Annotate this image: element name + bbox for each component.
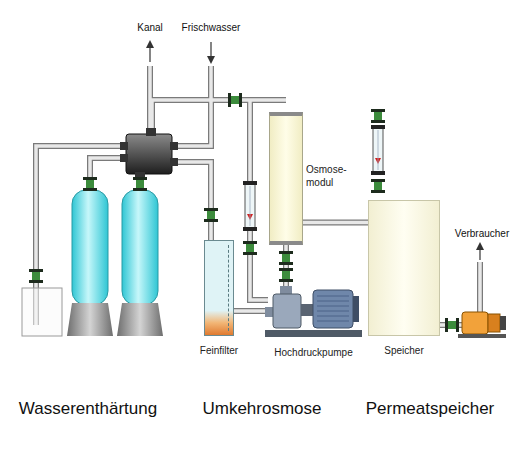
pump-symbol <box>301 304 313 316</box>
pump-symbol <box>353 296 359 322</box>
valve-symbols <box>445 318 459 332</box>
high-pressure-pump: Hochdruckpumpe <box>265 286 362 337</box>
valve-symbols <box>228 93 242 107</box>
node-caption: Feinfilter <box>200 345 238 358</box>
section-title-box: Permeatspeicher <box>366 398 495 419</box>
control-valve-block <box>170 142 178 150</box>
pump-symbol <box>317 311 349 312</box>
control-valve-block <box>120 128 178 178</box>
valve-symbols <box>279 251 293 265</box>
pipe-inner <box>234 309 265 313</box>
flow-arrows <box>207 56 215 64</box>
valve-symbols <box>29 269 43 283</box>
node-caption: Osmose- modul <box>306 164 352 189</box>
consumer-label-box: Verbraucher <box>455 228 509 241</box>
consumer-pump <box>462 312 488 334</box>
pipe-outline <box>234 308 265 314</box>
control-valve-block <box>126 134 172 174</box>
pump-symbol <box>265 286 362 337</box>
outlet-label: Kanal <box>137 22 163 35</box>
valve-symbols <box>83 177 97 191</box>
section-title-box: Wasserenthärtung <box>19 398 157 419</box>
consumer-label: Verbraucher <box>455 228 509 241</box>
control-valve-block <box>120 142 128 150</box>
pump-symbol <box>313 290 353 328</box>
control-valve-block <box>170 158 178 166</box>
node-label: Hochdruckpumpe <box>274 347 352 360</box>
valve-symbols <box>243 241 257 255</box>
node-label: Osmose- modul <box>306 164 352 189</box>
softener-tanks <box>67 303 113 336</box>
inlet-label: Frischwasser <box>182 22 241 35</box>
node-label: Speicher <box>384 345 423 358</box>
consumer-pump <box>458 312 506 338</box>
outlet-label-box: Kanal <box>137 22 163 35</box>
pipe-inner <box>303 221 368 225</box>
pump-symbol <box>317 316 349 317</box>
valve-symbols <box>133 177 147 191</box>
valve-symbols <box>371 179 385 193</box>
flowmeter-symbols <box>371 125 385 175</box>
softener-tanks <box>122 190 158 305</box>
flowmeter-symbols <box>243 125 385 231</box>
section-title: Wasserenthärtung <box>19 398 157 419</box>
pump-symbol <box>317 321 349 322</box>
osmosis-module: Osmose- modul <box>269 112 303 245</box>
pump-symbol <box>317 296 349 297</box>
node-label: Feinfilter <box>200 345 238 358</box>
node-caption: Speicher <box>384 345 423 358</box>
softener-tanks <box>117 303 163 336</box>
brine-tank <box>22 288 62 336</box>
section-title-box: Umkehrosmose <box>202 398 321 419</box>
pipe-outline <box>303 220 368 226</box>
flow-arrows <box>210 42 211 58</box>
section-title: Permeatspeicher <box>366 398 495 419</box>
section-title: Umkehrosmose <box>202 398 321 419</box>
consumer-pump <box>458 334 506 338</box>
inlet-label-box: Frischwasser <box>182 22 241 35</box>
consumer-pump <box>500 316 506 330</box>
pipe-connector <box>234 311 265 312</box>
consumer-pump <box>488 314 500 332</box>
control-valve-block <box>146 128 156 136</box>
softener-tanks <box>72 190 108 305</box>
pump-symbol <box>317 306 349 307</box>
valve-symbols <box>204 208 218 222</box>
softener-tanks <box>67 190 163 336</box>
flowmeter-symbols <box>243 181 257 231</box>
storage-tank: Speicher <box>368 200 440 336</box>
valve-symbols <box>371 109 385 123</box>
pipe-connector <box>303 222 368 223</box>
valve-symbols <box>279 268 293 282</box>
brine-tank <box>22 288 62 336</box>
fine-filter: Feinfilter <box>204 240 234 336</box>
node-caption: Hochdruckpumpe <box>274 347 352 360</box>
flow-arrows <box>146 40 154 48</box>
control-valve-block <box>120 154 128 162</box>
pump-symbol <box>265 330 362 337</box>
flow-arrows <box>476 242 484 250</box>
flow-arrows <box>149 46 150 62</box>
pump-symbol <box>273 294 301 328</box>
pump-symbol <box>317 301 349 302</box>
